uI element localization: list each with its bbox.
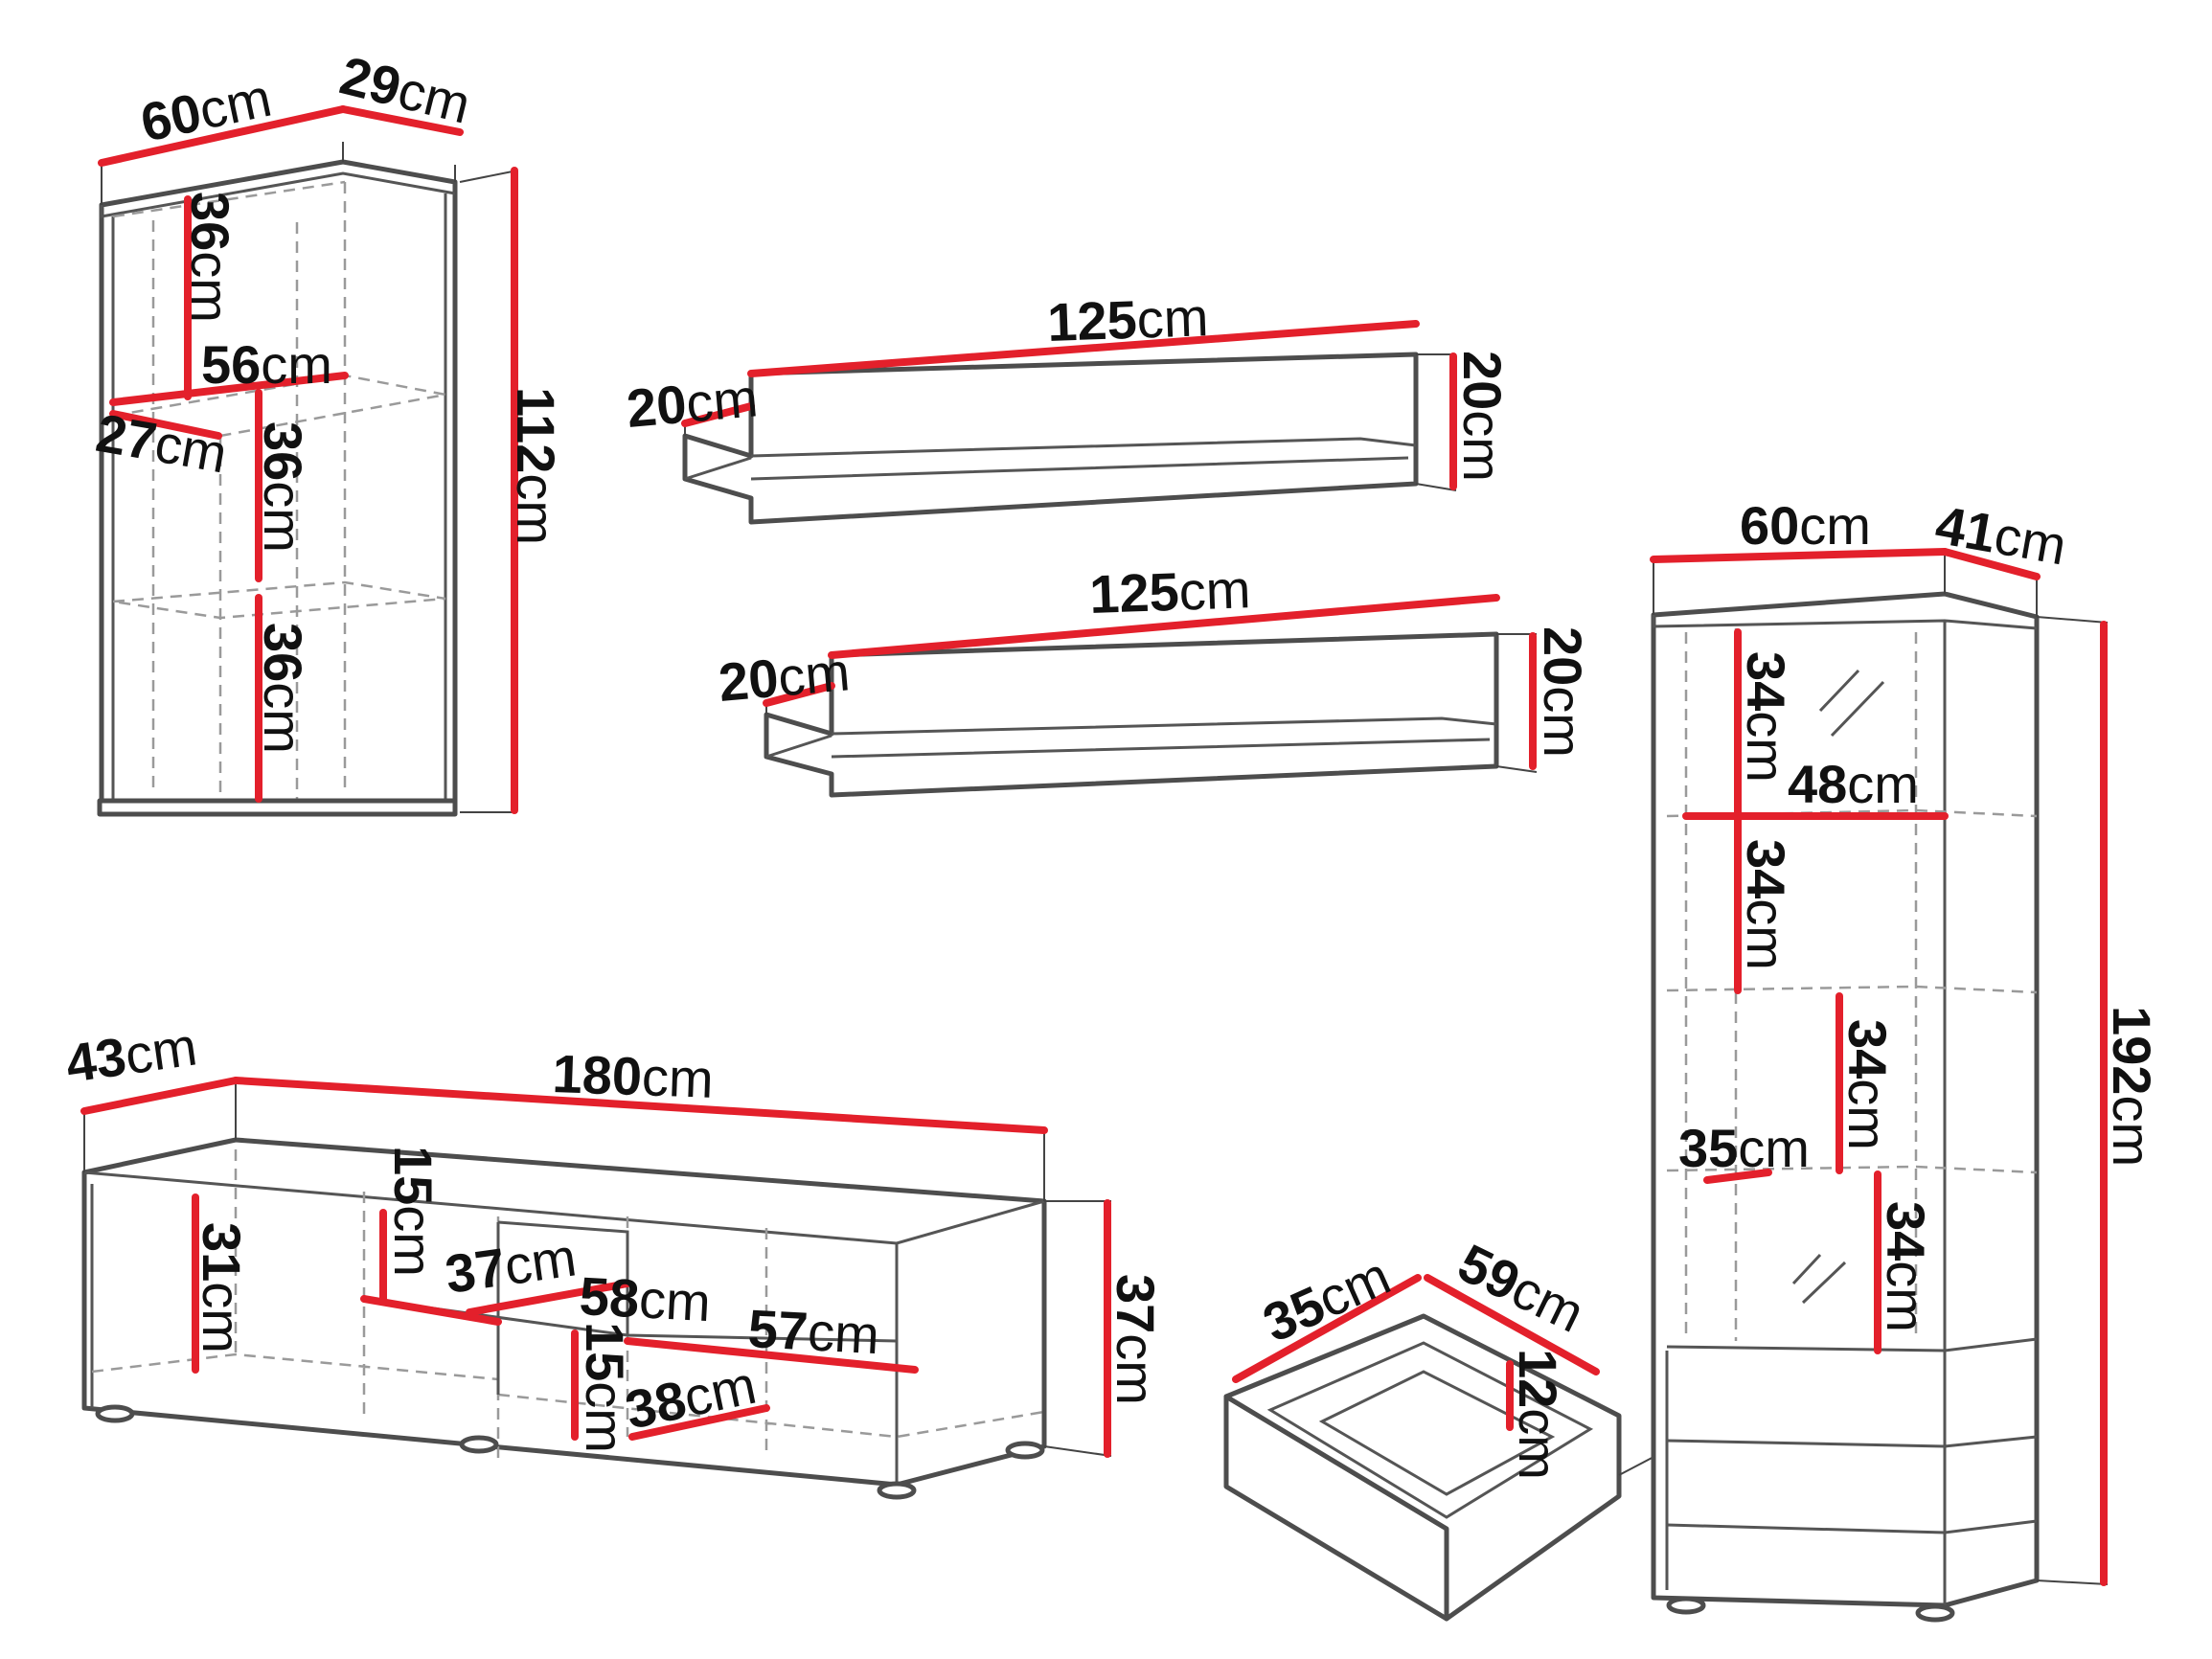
tall-cabinet-width-dim — [1650, 548, 1949, 563]
tv-stand-niche-lower-label: 15cm — [575, 1322, 635, 1453]
tv-stand-depth-dim — [80, 1077, 239, 1115]
wall-cabinet: 60cm 29cm 112cm 56cm 27cm 36cm 36cm 36cm — [92, 45, 566, 817]
tall-cabinet-height-label: 192cm — [2102, 1006, 2162, 1167]
tv-stand-foot-4 — [1005, 1441, 1045, 1460]
drawer-width-dim — [1424, 1274, 1600, 1375]
drawer: 35cm 59cm 12cm — [1223, 1232, 1773, 1622]
tv-stand-foot-1 — [95, 1404, 135, 1423]
tv-stand-inner-shelf-depth-dim — [628, 1404, 770, 1441]
wall-shelf-lower-body — [764, 631, 1499, 798]
tall-cabinet: 60cm 41cm 192cm 48cm 35cm 34cm 34cm 34cm… — [1650, 494, 2162, 1623]
wall-shelf-lower-depth-label: 20cm — [717, 641, 853, 713]
wall-shelf-upper-height-label: 20cm — [1452, 351, 1513, 482]
tv-stand-niche-width-dim — [466, 1280, 631, 1316]
wall-cabinet-height-label: 112cm — [506, 387, 566, 545]
tv-stand-foot-3 — [877, 1481, 917, 1500]
tall-cabinet-depth-label: 41cm — [1931, 494, 2071, 577]
tall-cabinet-shelf-width-label: 48cm — [1788, 754, 1919, 814]
wall-cabinet-shelf-depth-label: 27cm — [92, 402, 232, 485]
tall-cabinet-lower-shelf — [1665, 1337, 2038, 1590]
tv-stand: 43cm 180cm 37cm 31cm 15cm 37cm 58cm 57cm… — [62, 1015, 1166, 1500]
wall-shelf-lower: 125cm 20cm 20cm — [717, 558, 1593, 798]
wall-shelf-lower-length-dim — [828, 594, 1500, 659]
tv-stand-niche-width-label: 58cm — [578, 1265, 712, 1332]
tall-cabinet-compartment-2-label: 34cm — [1736, 839, 1796, 970]
tv-stand-niche-depth-label: 37cm — [442, 1226, 580, 1304]
wall-cabinet-shelf-2 — [112, 580, 446, 620]
tall-cabinet-compartment-3-label: 34cm — [1837, 1019, 1898, 1150]
tv-stand-side-compartment-label: 31cm — [192, 1222, 252, 1353]
tall-cabinet-shelf-2 — [1666, 985, 2038, 994]
tall-cabinet-drawer-fronts — [1666, 1435, 2038, 1534]
wall-shelf-lower-inner — [765, 716, 1497, 759]
wall-cabinet-shelf-width-dim — [109, 372, 349, 406]
tv-stand-guides — [83, 1080, 1112, 1457]
tall-cabinet-top-edge — [1652, 615, 2038, 1605]
wall-cabinet-depth-dim — [339, 105, 464, 136]
drawer-box-inner — [1266, 1341, 1594, 1519]
wall-shelf-upper-body — [682, 352, 1419, 525]
wall-cabinet-inner-vertical — [218, 222, 299, 803]
wall-cabinet-guide-lines — [101, 142, 518, 813]
tall-cabinet-shelf-depth-dim — [1703, 1169, 1772, 1184]
wall-shelf-lower-length-label: 125cm — [1088, 558, 1251, 625]
tv-stand-width-dim — [232, 1077, 1048, 1134]
tv-stand-depth-label: 43cm — [62, 1015, 200, 1093]
tall-cabinet-foot-1 — [1666, 1596, 1706, 1615]
drawer-height-label: 12cm — [1508, 1349, 1568, 1480]
wall-shelf-upper: 125cm 20cm 20cm — [625, 286, 1513, 525]
tall-cabinet-guides — [1653, 552, 2109, 1585]
tall-cabinet-depth-dim — [1941, 548, 2041, 580]
tall-cabinet-width-label: 60cm — [1740, 495, 1871, 556]
wall-cabinet-width-label: 60cm — [135, 67, 276, 153]
drawer-depth-dim — [1232, 1274, 1422, 1383]
wall-shelf-upper-length-label: 125cm — [1046, 286, 1209, 352]
wall-cabinet-compartment-2-label: 36cm — [253, 421, 313, 553]
tall-cabinet-compartment-1-label: 34cm — [1736, 651, 1796, 783]
tv-stand-width-label: 180cm — [552, 1043, 715, 1109]
drawer-box-floor — [1318, 1370, 1556, 1496]
wall-cabinet-bottom — [97, 798, 458, 817]
wall-cabinet-back-panel — [112, 180, 347, 795]
wall-shelf-upper-depth-dim — [681, 402, 755, 427]
wall-shelf-upper-depth-label: 20cm — [625, 367, 761, 439]
wall-shelf-upper-length-dim — [747, 320, 1420, 377]
wall-cabinet-compartment-1-label: 36cm — [180, 192, 240, 323]
wall-shelf-lower-depth-dim — [763, 682, 835, 707]
tall-cabinet-shelf-3 — [1666, 1165, 2038, 1174]
wall-shelf-upper-inner — [684, 437, 1417, 481]
tall-cabinet-foot-2 — [1915, 1603, 1955, 1623]
wall-cabinet-top-edge — [100, 171, 456, 218]
tall-cabinet-shelf-depth-label: 35cm — [1678, 1118, 1810, 1178]
tv-stand-inner-shelf-width-label: 57cm — [746, 1298, 880, 1365]
wall-cabinet-compartment-3-label: 36cm — [253, 623, 313, 754]
tall-cabinet-glass-reflection — [1791, 669, 1885, 1305]
wall-cabinet-width-dim — [98, 105, 347, 167]
wall-shelf-lower-height-label: 20cm — [1533, 626, 1593, 758]
wall-cabinet-shelf-depth-dim — [109, 410, 222, 440]
tv-stand-foot-2 — [459, 1435, 499, 1454]
tall-cabinet-compartment-4-label: 34cm — [1876, 1201, 1936, 1332]
wall-cabinet-shelf-width-label: 56cm — [201, 334, 332, 395]
tv-stand-inner-shelf-depth-label: 38cm — [620, 1354, 761, 1441]
tv-stand-inner-shelf-width-dim — [624, 1337, 919, 1374]
tv-stand-niche-depth-dim — [360, 1295, 502, 1326]
tv-stand-niche-upper-label: 15cm — [383, 1146, 444, 1277]
tv-stand-height-label: 37cm — [1106, 1274, 1166, 1405]
